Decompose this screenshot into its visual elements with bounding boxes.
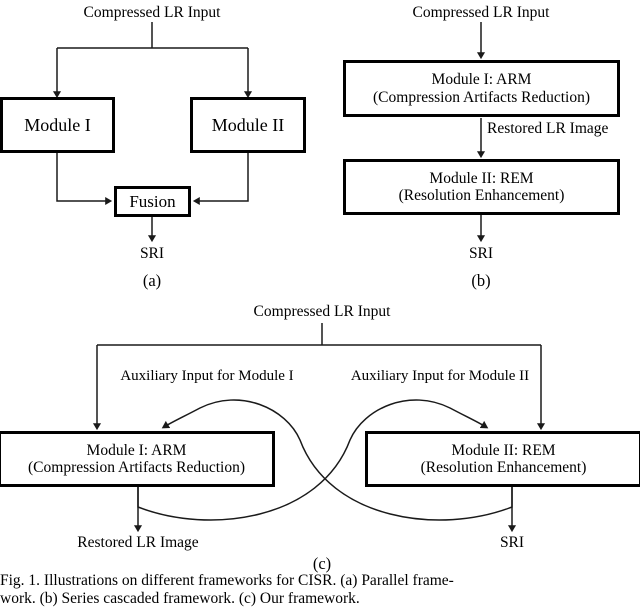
panel-b-output-label: SRI [468,245,494,262]
panel-a-output-label: SRI [139,245,165,262]
panel-a-box-fusion[interactable]: Fusion [114,186,191,217]
panel-c-output-left-label: Restored LR Image [77,534,199,551]
panel-a-box-module-ii[interactable]: Module II [190,97,306,153]
panel-b-module-ii-title: Module II: REM [429,169,534,187]
panel-c-aux-right-label: Auxiliary Input for Module II [350,368,530,384]
panel-a-box-module-i[interactable]: Module I [0,97,115,153]
panel-a-fusion-label: Fusion [129,191,176,211]
panel-b-module-i-subtitle: (Compression Artifacts Reduction) [373,88,590,106]
c-curve-rem-to-arm [161,399,513,521]
panel-a-tag: (a) [142,271,162,290]
panel-c-input-label: Compressed LR Input [253,303,391,320]
a-module-i-to-fusion [56,153,113,206]
panel-a-input-label: Compressed LR Input [83,4,221,21]
panel-c-box-module-i-arm[interactable]: Module I: ARM (Compression Artifacts Red… [0,431,275,487]
panel-b-box-module-i-arm[interactable]: Module I: ARM (Compression Artifacts Red… [343,60,620,117]
panel-a-module-ii-label: Module II [211,114,285,135]
panel-b-module-ii-subtitle: (Resolution Enhancement) [398,187,565,204]
panel-c-module-i-subtitle: (Compression Artifacts Reduction) [28,459,245,476]
panel-c-module-ii-title: Module II: REM [451,441,556,459]
figure-caption-line-2: work. (b) Series cascaded framework. (c)… [0,590,360,607]
panel-b-module-i-title: Module I: ARM [431,71,532,89]
panel-c-module-i-title: Module I: ARM [86,441,187,459]
panel-c-box-module-ii-rem[interactable]: Module II: REM (Resolution Enhancement) [365,431,640,487]
a-module-ii-to-fusion [192,153,249,206]
panel-c-module-ii-subtitle: (Resolution Enhancement) [420,459,587,476]
c-curve-arm-to-rem [137,399,489,521]
panel-c-output-right-label: SRI [499,534,525,551]
panel-c-tag: (c) [312,554,332,573]
panel-a-module-i-label: Module I [24,114,91,135]
panel-b-tag: (b) [471,271,491,290]
panel-b-edge-label: Restored LR Image [487,120,609,137]
panel-b-box-module-ii-rem[interactable]: Module II: REM (Resolution Enhancement) [343,159,620,215]
panel-c-aux-left-label: Auxiliary Input for Module I [120,368,294,384]
panel-b-input-label: Compressed LR Input [412,4,550,21]
figure-caption-line-1: Fig. 1. Illustrations on different frame… [0,572,454,589]
